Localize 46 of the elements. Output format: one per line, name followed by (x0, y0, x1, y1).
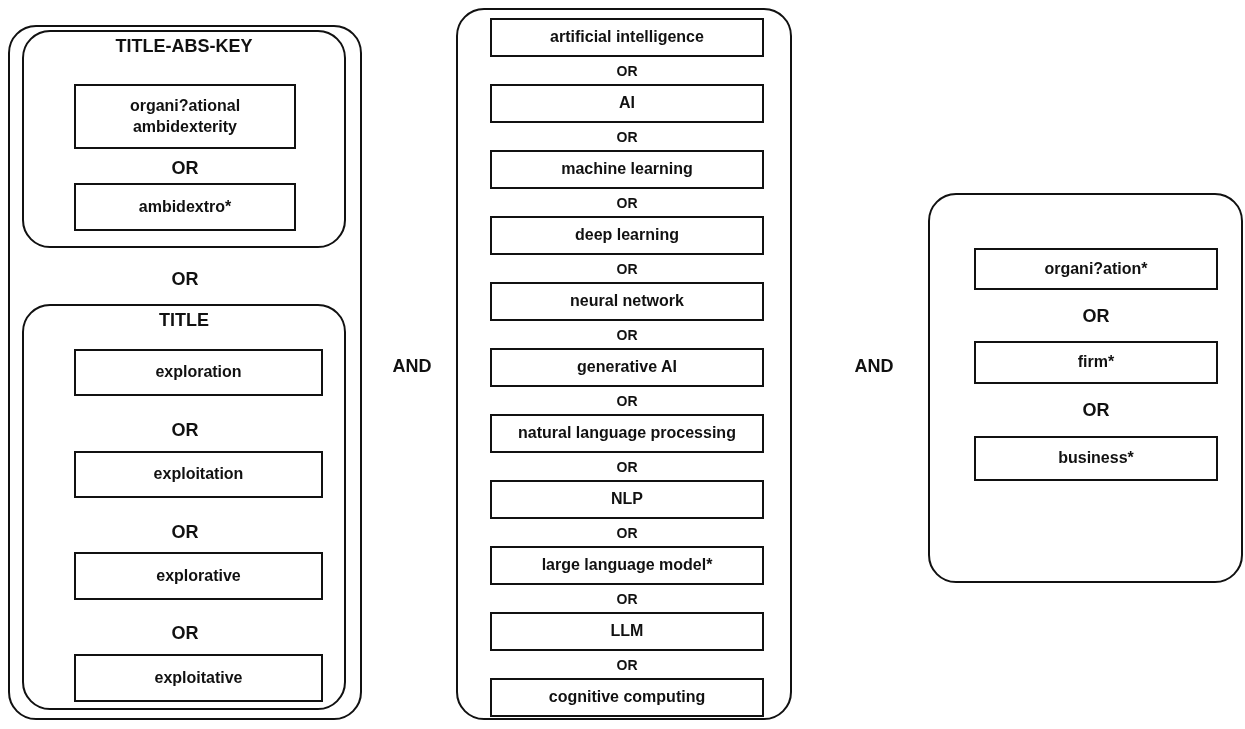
or-operator: OR (616, 195, 638, 211)
term-box: business* (974, 436, 1218, 481)
term-box: ambidextro* (74, 183, 296, 231)
or-operator: OR (616, 261, 638, 277)
or-operator: OR (171, 419, 199, 441)
term-box: exploitative (74, 654, 323, 702)
term-box: generative AI (490, 348, 764, 387)
term-box: natural language processing (490, 414, 764, 453)
group-heading: TITLE (158, 310, 210, 331)
or-operator: OR (616, 129, 638, 145)
term-box: exploitation (74, 451, 323, 498)
or-operator: OR (616, 459, 638, 475)
term-box: exploration (74, 349, 323, 396)
or-operator: OR (171, 622, 199, 644)
or-operator: OR (616, 525, 638, 541)
term-box: deep learning (490, 216, 764, 255)
term-box: AI (490, 84, 764, 123)
term-box: artificial intelligence (490, 18, 764, 57)
term-box: organi?ational ambidexterity (74, 84, 296, 149)
or-operator: OR (1082, 305, 1110, 327)
and-operator: AND (854, 355, 894, 377)
group-panel (456, 8, 792, 720)
or-operator: OR (171, 268, 199, 290)
term-box: neural network (490, 282, 764, 321)
term-box: machine learning (490, 150, 764, 189)
term-box: NLP (490, 480, 764, 519)
group-heading: TITLE-ABS-KEY (114, 36, 254, 57)
term-box: cognitive computing (490, 678, 764, 717)
term-box: large language model* (490, 546, 764, 585)
and-operator: AND (392, 355, 432, 377)
or-operator: OR (616, 327, 638, 343)
group-panel (928, 193, 1243, 583)
or-operator: OR (616, 657, 638, 673)
term-box: explorative (74, 552, 323, 600)
or-operator: OR (616, 591, 638, 607)
term-box: firm* (974, 341, 1218, 384)
group-panel (22, 30, 346, 248)
term-box: LLM (490, 612, 764, 651)
or-operator: OR (171, 521, 199, 543)
or-operator: OR (1082, 399, 1110, 421)
term-box: organi?ation* (974, 248, 1218, 290)
or-operator: OR (171, 157, 199, 179)
or-operator: OR (616, 63, 638, 79)
or-operator: OR (616, 393, 638, 409)
group-panel (22, 304, 346, 710)
group-panel (8, 25, 362, 720)
